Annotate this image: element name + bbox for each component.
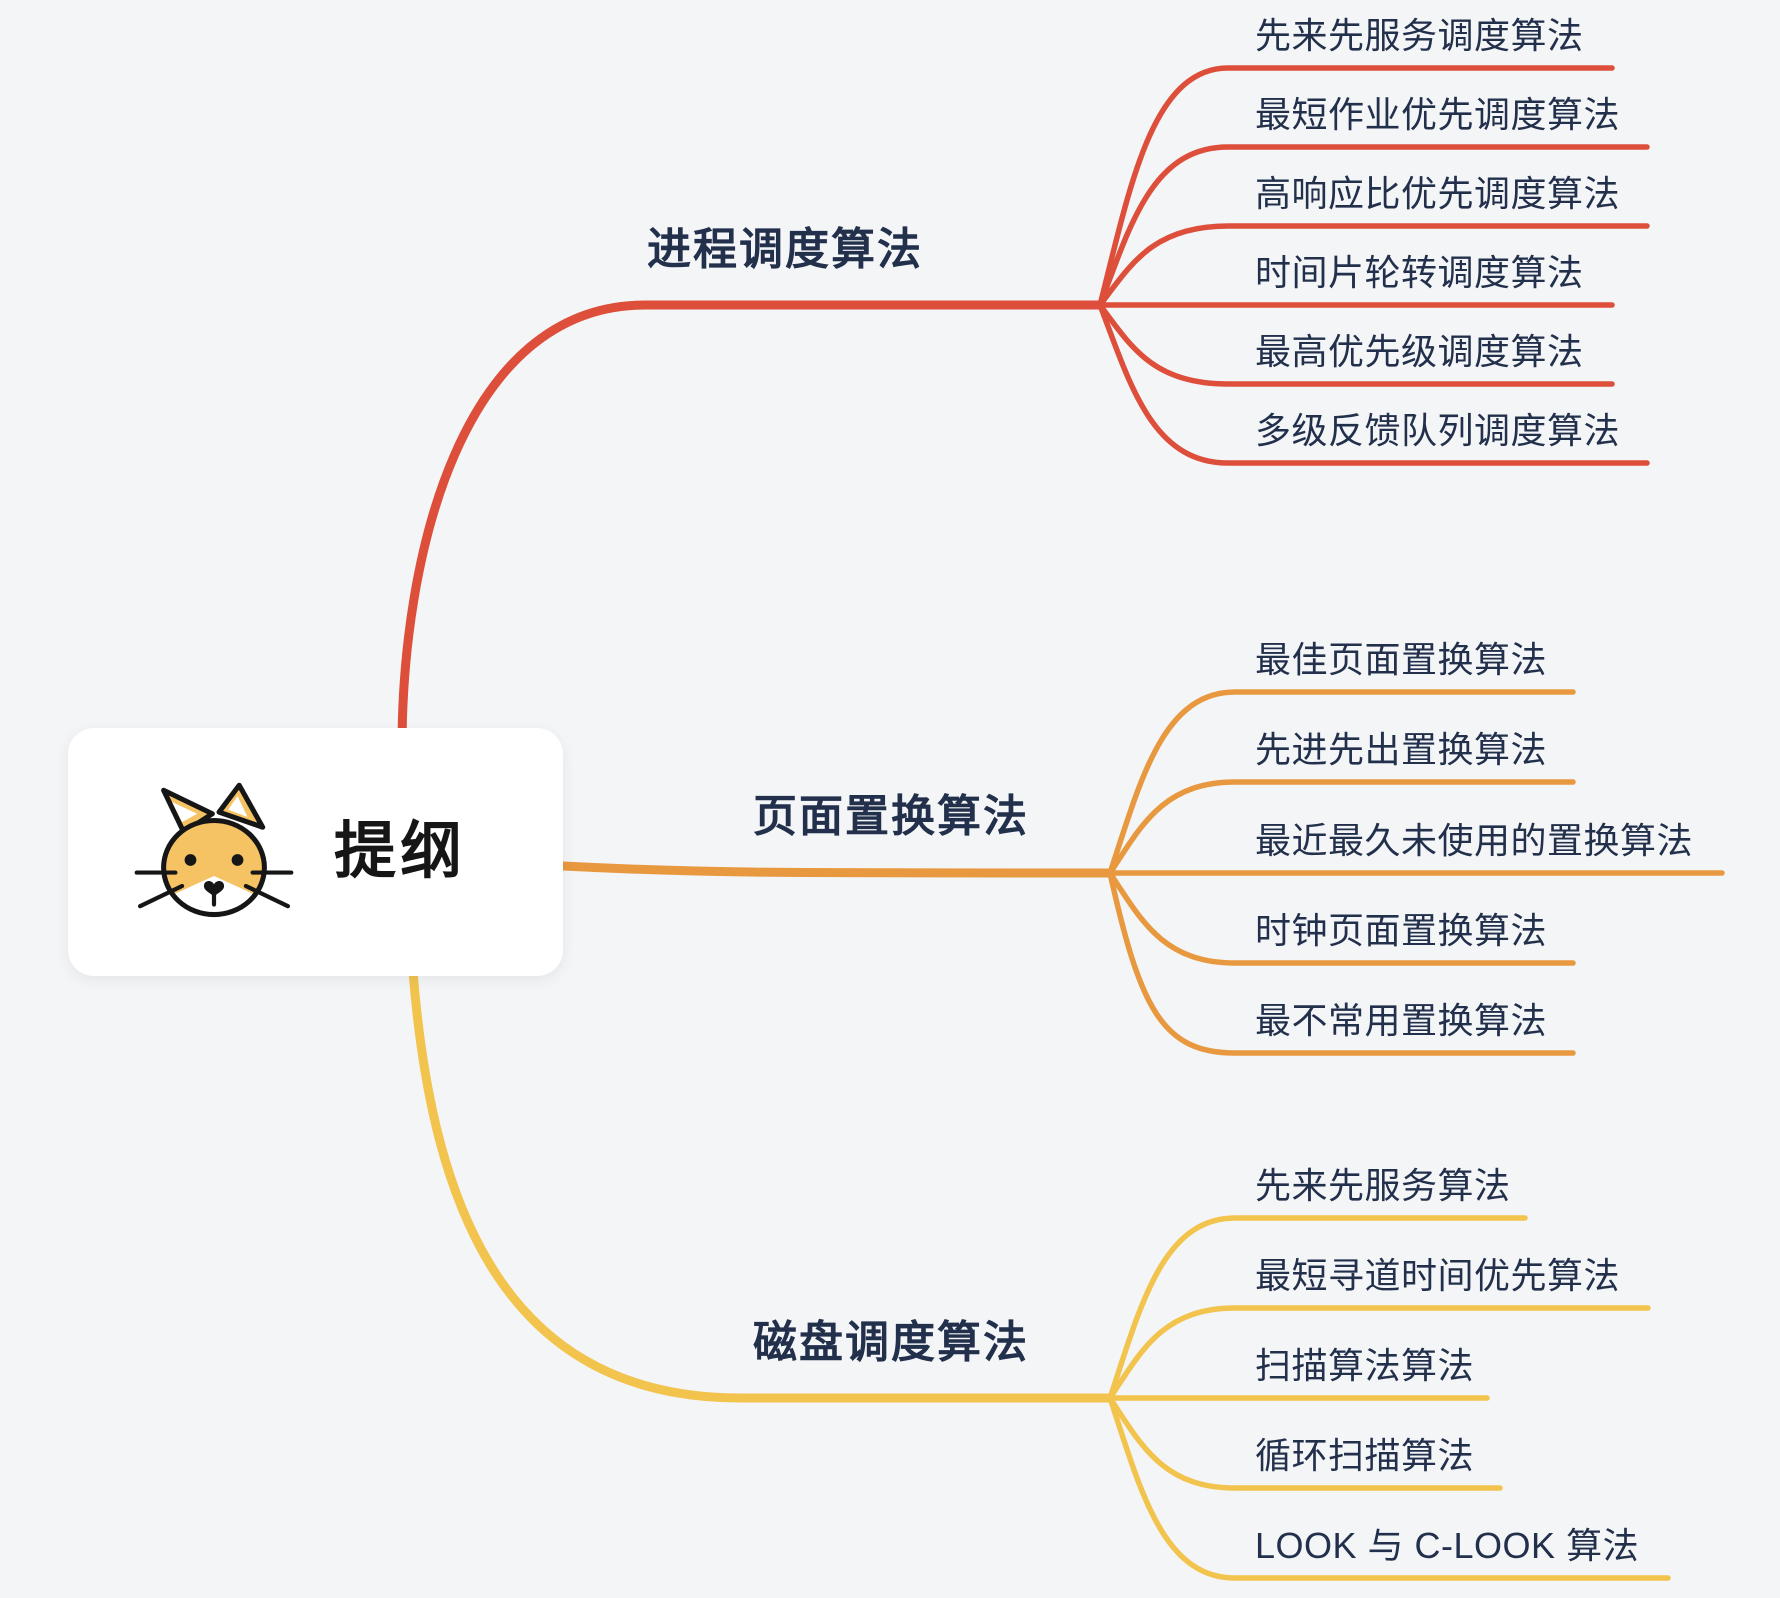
child-topic[interactable]: 循环扫描算法: [1255, 1435, 1475, 1476]
child-topic[interactable]: 最短寻道时间优先算法: [1255, 1255, 1621, 1296]
branch-1-child-1-line: [1107, 779, 1576, 876]
main-topic-process-scheduling[interactable]: 进程调度算法: [647, 225, 923, 274]
branch-2-child-3-line: [1107, 1395, 1503, 1491]
child-topic[interactable]: 时间片轮转调度算法: [1255, 252, 1584, 293]
branch-2-main-line: [408, 967, 1115, 1403]
branch-1-child-4-line: [1107, 870, 1576, 1056]
main-topic-disk-scheduling[interactable]: 磁盘调度算法: [753, 1318, 1029, 1367]
branch-1-main-line: [558, 861, 1115, 878]
child-topic[interactable]: 高响应比优先调度算法: [1255, 173, 1621, 214]
child-topic[interactable]: 最佳页面置换算法: [1255, 639, 1548, 680]
child-topic[interactable]: LOOK 与 C-LOOK 算法: [1255, 1525, 1640, 1566]
root-node[interactable]: 提纲: [68, 728, 563, 976]
child-topic[interactable]: 最高优先级调度算法: [1255, 331, 1584, 372]
branch-0-child-0-line: [1097, 65, 1615, 308]
child-topic[interactable]: 最近最久未使用的置换算法: [1255, 820, 1694, 861]
child-topic[interactable]: 最不常用置换算法: [1255, 1000, 1548, 1041]
branch-2-child-0-line: [1107, 1215, 1528, 1401]
branch-0-child-4-line: [1097, 302, 1615, 387]
branch-0-child-5-line: [1097, 302, 1650, 466]
root-label: 提纲: [334, 817, 467, 886]
child-topic[interactable]: 时钟页面置换算法: [1255, 910, 1548, 951]
branch-1-child-0-line: [1107, 689, 1576, 876]
branch-0-main-line: [397, 300, 1105, 753]
child-topic[interactable]: 先来先服务调度算法: [1255, 15, 1584, 56]
branch-0-child-1-line: [1097, 144, 1650, 308]
main-topic-page-replacement[interactable]: 页面置换算法: [753, 792, 1029, 841]
branch-0-child-2-line: [1097, 223, 1650, 308]
branch-1-child-3-line: [1107, 870, 1576, 966]
cat-icon: [134, 782, 294, 918]
child-topic[interactable]: 先进先出置换算法: [1255, 729, 1548, 770]
branch-2-child-1-line: [1107, 1305, 1651, 1401]
child-topic[interactable]: 多级反馈队列调度算法: [1255, 410, 1621, 451]
child-topic[interactable]: 先来先服务算法: [1255, 1165, 1511, 1206]
branch-2-child-4-line: [1107, 1395, 1671, 1581]
child-topic[interactable]: 扫描算法算法: [1255, 1345, 1475, 1386]
child-topic[interactable]: 最短作业优先调度算法: [1255, 94, 1621, 135]
